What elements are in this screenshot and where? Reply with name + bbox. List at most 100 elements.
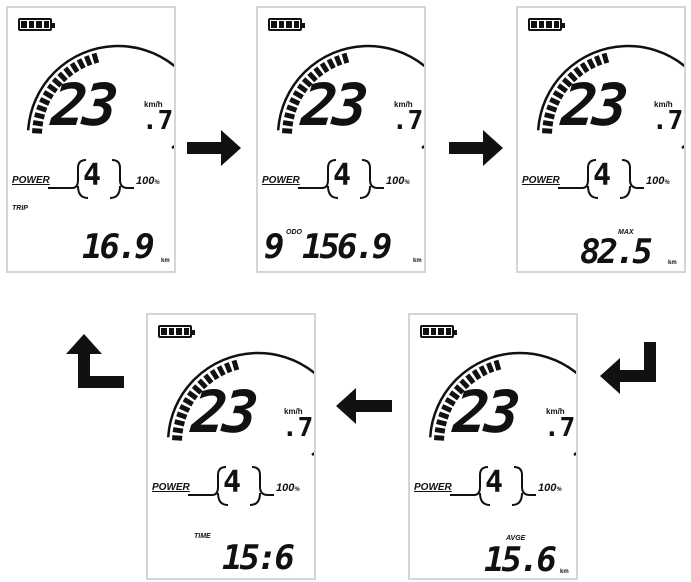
info-unit: km [161, 258, 170, 264]
gauge-segment [224, 362, 233, 374]
power-bracket [48, 159, 134, 199]
gauge-segment [459, 378, 470, 390]
gauge-segment [579, 62, 590, 74]
power-percent: 100% [646, 175, 670, 187]
gauge-segment [478, 365, 488, 377]
gauge-outline [166, 351, 314, 457]
gauge-segment [179, 404, 191, 413]
speed-gauge-arc [26, 44, 174, 199]
gauge-segment [46, 83, 58, 94]
gauge-segment [284, 112, 296, 120]
power-percent: 100% [386, 175, 410, 187]
info-label: ODO [286, 229, 302, 236]
gauge-segment [282, 120, 294, 127]
arrow-right-icon [449, 130, 503, 166]
speed-decimal: .7 [282, 413, 314, 443]
power-label: POWER [522, 175, 560, 186]
gauge-segment [313, 66, 324, 78]
arrow-turn-up-left-icon [66, 334, 124, 388]
gauge-outline [26, 44, 174, 150]
battery-icon [528, 18, 565, 31]
gauge-outline [536, 44, 684, 150]
gauge-segment [486, 362, 495, 374]
assist-level: 4 [83, 158, 102, 193]
gauge-segment [63, 66, 74, 78]
gauge-segment [186, 390, 198, 401]
power-bracket [298, 159, 384, 199]
speed-readout: 23 [188, 378, 258, 446]
gauge-segment [209, 369, 220, 381]
gauge-segment [546, 104, 558, 113]
display-screen-odo: 23 km/h .7 POWER 4 100% ODO 9 156.9 km [256, 6, 426, 273]
info-value: 82.5 [580, 232, 653, 272]
gauge-segment [434, 427, 446, 434]
gauge-segment [182, 397, 194, 407]
gauge-segment [176, 411, 188, 420]
gauge-segment [69, 62, 80, 74]
gauge-segment [542, 128, 553, 134]
power-label: POWER [262, 175, 300, 186]
gauge-segment [301, 77, 313, 88]
gauge-segment [34, 112, 46, 120]
gauge-segment [91, 52, 100, 64]
power-label: POWER [414, 482, 452, 493]
arrow-left-icon [336, 388, 392, 424]
gauge-segment [544, 112, 556, 120]
gauge-segment [453, 384, 465, 395]
speed-readout: 23 [450, 378, 520, 446]
speed-readout: 23 [558, 71, 628, 139]
gauge-segment [561, 77, 573, 88]
gauge-segment [51, 77, 63, 88]
gauge-segment [57, 71, 68, 83]
power-label: POWER [152, 482, 190, 493]
gauge-segment [444, 397, 456, 407]
arrow-right-icon [187, 130, 241, 166]
power-bracket [188, 466, 274, 506]
gauge-segment [286, 104, 298, 113]
gauge-segment [172, 427, 184, 434]
gauge-segment [326, 58, 336, 70]
gauge-segment [231, 359, 240, 371]
gauge-segment [282, 128, 293, 134]
gauge-segment [174, 419, 186, 427]
gauge-segment [567, 71, 578, 83]
gauge-segment [32, 128, 43, 134]
info-unit: km [413, 258, 422, 264]
gauge-segment [203, 373, 214, 385]
battery-icon [420, 325, 457, 338]
gauge-segment [542, 120, 554, 127]
gauge-outline [276, 44, 424, 150]
gauge-segment [465, 373, 476, 385]
gauge-segment [42, 90, 54, 100]
speed-gauge-arc [428, 351, 576, 506]
info-unit: km [668, 260, 677, 266]
gauge-segment [586, 58, 596, 70]
gauge-segment [172, 435, 183, 441]
info-label: AVGE [506, 535, 526, 542]
gauge-segment [438, 411, 450, 420]
assist-level: 4 [593, 158, 612, 193]
info-label: TRIP [12, 205, 28, 212]
assist-level: 4 [485, 465, 504, 500]
info-label: MAX [618, 229, 634, 236]
display-screen-avge: 23 km/h .7 POWER 4 100% AVGE 15.6 km [408, 313, 578, 580]
gauge-segment [448, 390, 460, 401]
speed-unit: km/h [654, 100, 673, 109]
gauge-segment [76, 58, 86, 70]
gauge-segment [319, 62, 330, 74]
gauge-segment [434, 435, 445, 441]
gauge-segment [84, 55, 93, 67]
gauge-segment [552, 90, 564, 100]
gauge-segment [471, 369, 482, 381]
power-percent: 100% [136, 175, 160, 187]
gauge-segment [216, 365, 226, 377]
info-value: 15.6 [484, 540, 557, 580]
gauge-segment [191, 384, 203, 395]
display-screen-trip: 23 km/h .7 POWER 4 100% TRIP 16.9 km [6, 6, 176, 273]
gauge-segment [334, 55, 343, 67]
speed-unit: km/h [284, 407, 303, 416]
gauge-segment [36, 104, 48, 113]
speed-decimal: .7 [392, 106, 424, 136]
speed-unit: km/h [394, 100, 413, 109]
gauge-segment [197, 378, 208, 390]
